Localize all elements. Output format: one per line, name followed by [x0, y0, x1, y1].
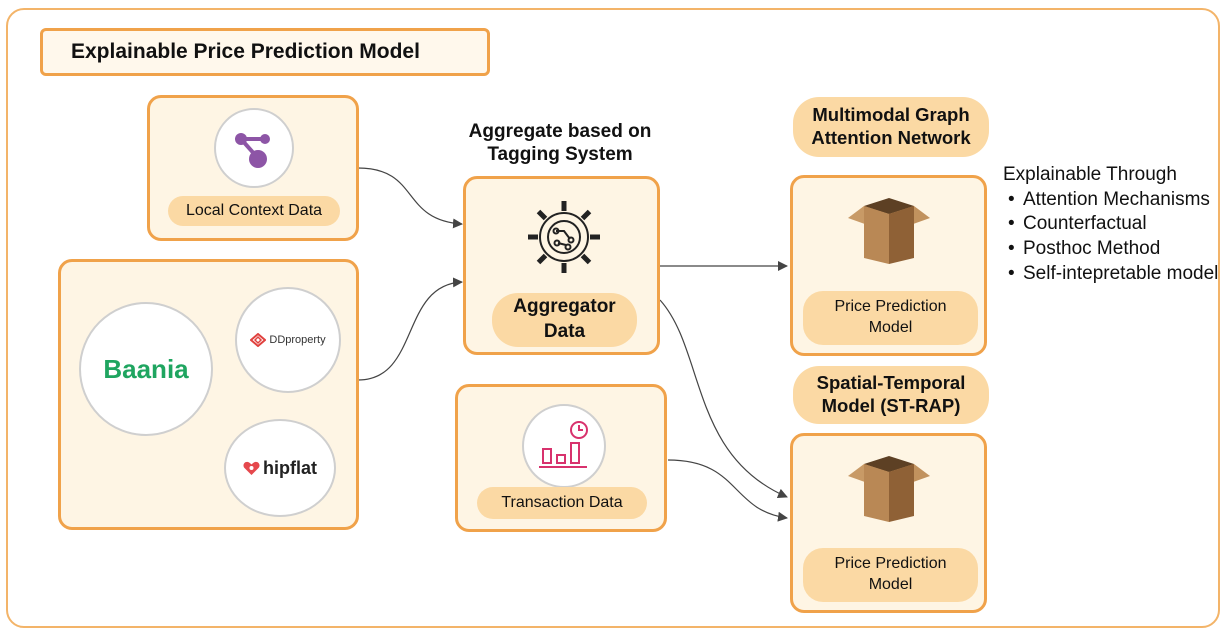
transaction-panel: Transaction Data [455, 384, 667, 532]
ddproperty-logo: DDproperty [250, 333, 326, 347]
arrow-transaction-to-bottom-model [667, 459, 788, 522]
ddproperty-mark-icon [250, 333, 267, 347]
transaction-icon-circle [522, 404, 606, 488]
local-context-label: Local Context Data [168, 196, 340, 226]
top-model-heading: Multimodal Graph Attention Network [793, 97, 989, 157]
aggregator-heading: Aggregate based on Tagging System [468, 121, 652, 166]
hipflat-name: hipflat [263, 457, 317, 478]
local-context-panel: Local Context Data [147, 95, 359, 241]
bottom-model-label: Price Prediction Model [803, 548, 978, 602]
explainable-list: Explainable Through Attention Mechanisms… [1003, 163, 1223, 286]
local-context-icon-circle [214, 108, 294, 188]
graph-node-icon [235, 133, 270, 168]
explainable-item: Posthoc Method [1003, 237, 1223, 262]
gear-circuit-icon [528, 201, 600, 273]
explainable-item: Counterfactual [1003, 212, 1223, 237]
top-model-panel: Price Prediction Model [790, 175, 987, 356]
aggregator-label: Aggregator Data [492, 293, 637, 347]
transaction-label: Transaction Data [477, 487, 647, 519]
hipflat-logo-circle: hipflat [224, 419, 336, 517]
hipflat-logo: hipflat [243, 458, 317, 479]
aggregator-panel: Aggregator Data [463, 176, 660, 355]
explainable-item: Attention Mechanisms [1003, 188, 1223, 213]
explainable-item: Self-intepretable model [1003, 262, 1223, 287]
diagram-title: Explainable Price Prediction Model [40, 28, 490, 76]
bottom-model-heading: Spatial-Temporal Model (ST-RAP) [793, 366, 989, 424]
arrow-sources-to-aggregator [357, 277, 463, 381]
ddproperty-logo-circle: DDproperty [235, 287, 341, 393]
bar-chart-clock-icon [539, 421, 588, 468]
top-model-label: Price Prediction Model [803, 291, 978, 345]
arrow-local-to-aggregator [357, 167, 463, 229]
baania-logo: Baania [103, 353, 189, 384]
ddproperty-name: DDproperty [269, 334, 326, 346]
cardboard-box-icon [848, 198, 930, 264]
explainable-heading: Explainable Through [1003, 164, 1177, 185]
bottom-model-panel: Price Prediction Model [790, 433, 987, 613]
baania-logo-circle: Baania [79, 302, 213, 436]
heart-icon [243, 461, 260, 475]
cardboard-box-icon [848, 456, 930, 522]
arrow-aggregator-to-bottom-model [659, 299, 788, 499]
data-sources-panel: Baania DDproperty hipflat [58, 259, 359, 530]
